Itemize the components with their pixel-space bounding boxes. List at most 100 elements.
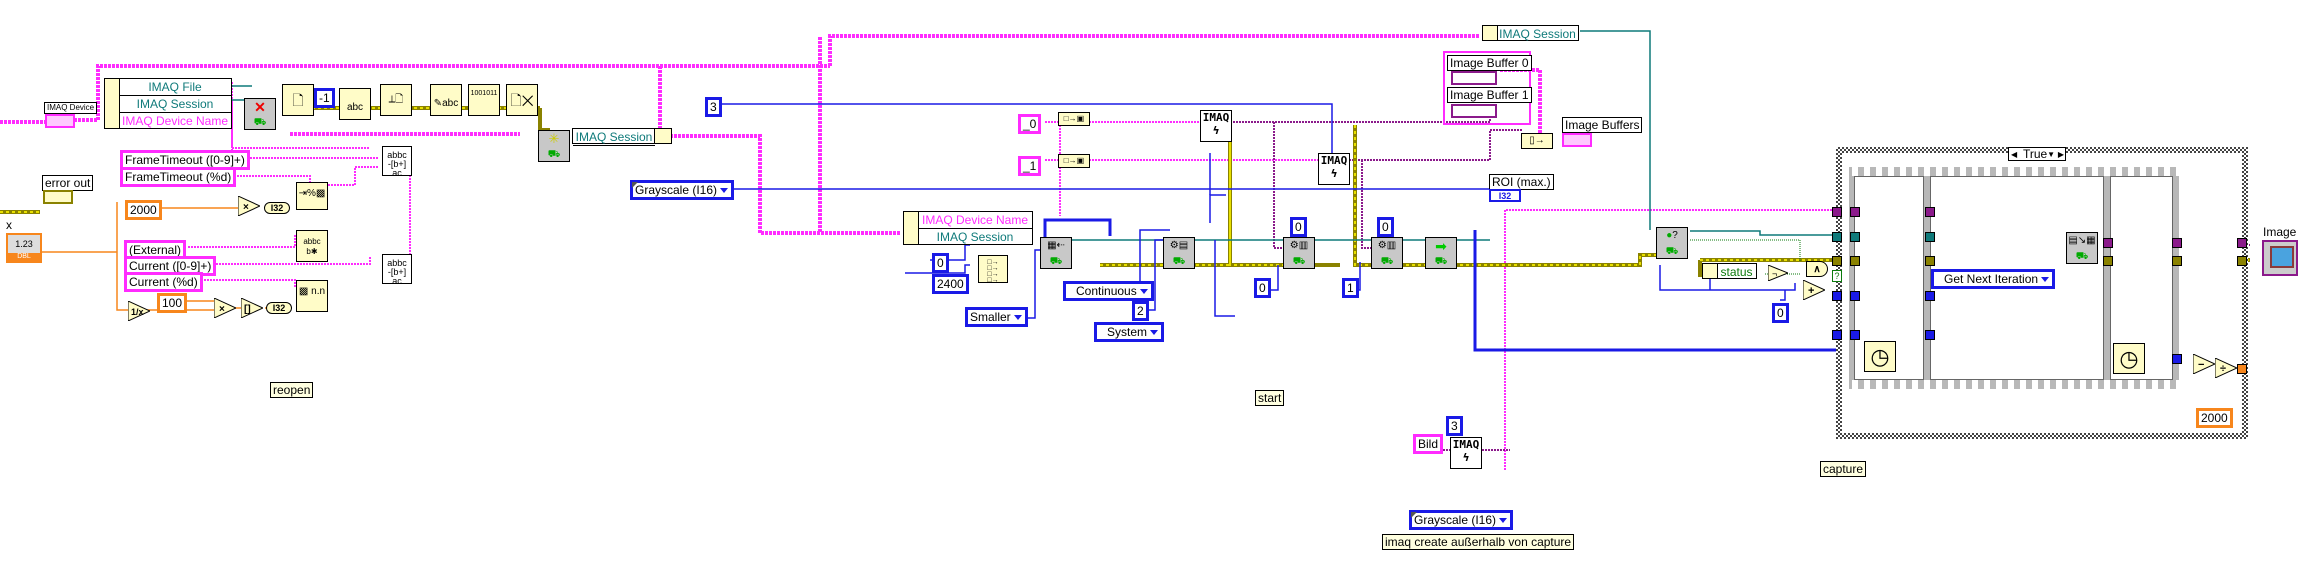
unbundle-device[interactable]: IMAQ Device Name IMAQ Session — [903, 211, 1033, 245]
write-text-file-vi[interactable]: ✎abc — [430, 84, 462, 116]
constant-0-roi[interactable]: 0 — [932, 253, 949, 273]
constant-2000-left[interactable]: 2000 — [125, 200, 162, 220]
seq-tunnel — [1925, 291, 1935, 301]
constant-2400[interactable]: 2400 — [932, 274, 969, 294]
case-next-icon[interactable]: ▶ — [2057, 150, 2064, 159]
multiply-node-1[interactable]: × — [237, 195, 262, 217]
bundle-session-right[interactable]: IMAQ Session — [1482, 25, 1579, 41]
imaq-configure-buffer-vi[interactable]: ⚙▤ ⛟ — [1163, 237, 1195, 269]
bild-constant[interactable]: Bild — [1413, 434, 1444, 454]
to-i32-node-1[interactable]: I32 — [264, 202, 290, 214]
x-dbl-control[interactable]: 1.23 DBL — [6, 233, 42, 263]
concat-string-0[interactable]: □→▣ — [1058, 112, 1090, 126]
roi-indicator[interactable]: I32 — [1489, 189, 1521, 202]
image-buffer-cluster[interactable]: Image Buffer 0 Image Buffer 1 — [1443, 51, 1532, 125]
smaller-enum[interactable]: Smaller — [965, 307, 1028, 327]
tick-count-2[interactable]: ◷ — [2113, 343, 2145, 374]
imaq-create-bild[interactable]: IMAQ ϟ — [1450, 437, 1482, 469]
imaq-create-1[interactable]: IMAQ ϟ — [1318, 153, 1350, 185]
buffer-index-1-top[interactable]: 0 — [1377, 217, 1394, 237]
format-current[interactable]: Current (%d) — [124, 272, 203, 292]
bundle-session[interactable]: IMAQ Session — [572, 128, 672, 146]
grayscale-enum-bottom[interactable]: Grayscale (I16) — [1409, 510, 1514, 530]
read-text-file-vi[interactable]: abc — [339, 88, 371, 120]
set-file-position-vi[interactable]: ⟂🗋 — [380, 84, 412, 116]
format-into-string-1[interactable]: ⇥%▩ — [296, 182, 328, 210]
sequence-film-top — [1849, 167, 2179, 176]
tunnel-error-in — [1832, 256, 1842, 266]
close-file-vi[interactable]: 🗋✕ — [506, 84, 538, 116]
constant-2000-right[interactable]: 2000 — [2196, 408, 2233, 428]
tunnel-image-in — [1832, 207, 1842, 217]
buffer-name-1[interactable]: _1 — [1018, 156, 1042, 176]
green-arrow-icon: ➡ — [1435, 238, 1447, 254]
unbundle-status[interactable]: status — [1702, 263, 1757, 279]
image-buffers-indicator[interactable] — [1562, 133, 1592, 147]
divide-node[interactable]: ÷ — [2214, 357, 2239, 379]
imaq-set-buffer-0-vi[interactable]: ⚙▥ ⛟ — [1283, 237, 1315, 269]
imaq-create-0[interactable]: IMAQ ϟ — [1200, 110, 1232, 142]
set-file-size-vi[interactable]: 1001011 — [468, 84, 500, 116]
pencil-abc-icon: ✎abc — [433, 98, 459, 109]
image-buffer-1-ref[interactable] — [1451, 104, 1497, 118]
and-node[interactable]: ∧ — [1806, 261, 1828, 277]
buffer-index-0-left[interactable]: 0 — [1254, 278, 1271, 298]
continuous-enum[interactable]: Continuous — [1063, 281, 1154, 301]
close-x-icon: ✕ — [254, 99, 266, 115]
constant-3-top[interactable]: 3 — [705, 97, 722, 117]
match-pattern-2[interactable]: abbc-[b+]ac — [382, 254, 412, 286]
case-prev-icon[interactable]: ◀ — [2011, 150, 2018, 159]
buffer-index-0-top[interactable]: 0 — [1290, 217, 1307, 237]
constant-2-buffers[interactable]: 2 — [1132, 301, 1149, 321]
picture-icon — [2270, 246, 2294, 268]
tunnel-image-out — [2237, 238, 2247, 248]
camera-icon: ⛟ — [253, 117, 267, 128]
format-frametimeout[interactable]: FrameTimeout (%d) — [120, 167, 237, 187]
round-node[interactable]: [] — [240, 297, 265, 319]
buffer-index-1-left[interactable]: 1 — [1342, 278, 1359, 298]
grayscale-enum-top[interactable]: Grayscale (I16) — [630, 180, 735, 200]
case-selector[interactable]: ◀ True ▼ ▶ — [2008, 147, 2066, 161]
get-next-iteration-enum[interactable]: Get Next Iteration — [1931, 269, 2056, 289]
tick-count-1[interactable]: ◷ — [1864, 341, 1896, 372]
constant-100[interactable]: 100 — [157, 293, 188, 313]
imaq-status-vi[interactable]: ●? ⛟ — [1656, 227, 1688, 259]
case-dropdown-icon[interactable]: ▼ — [2047, 150, 2055, 159]
build-array-icon: □→□→□→□→ — [987, 259, 999, 284]
imaq-device-terminal[interactable] — [45, 114, 75, 128]
build-array-roi[interactable]: □→□→□→□→ — [978, 255, 1008, 284]
svg-text:¬: ¬ — [1772, 269, 1777, 279]
file-new-vi[interactable]: 🗋 — [282, 84, 314, 116]
image-buffer-0-ref[interactable] — [1451, 71, 1497, 85]
error-out-terminal[interactable] — [43, 190, 73, 204]
reciprocal-node[interactable]: 1/x — [127, 300, 152, 322]
subtract-node[interactable]: − — [2192, 353, 2217, 375]
to-i32-node-2[interactable]: I32 — [266, 302, 292, 314]
x-control-label: x — [6, 218, 12, 232]
system-enum[interactable]: System — [1094, 322, 1165, 342]
not-node[interactable]: ¬ — [1767, 264, 1790, 282]
constant-3-bottom[interactable]: 3 — [1446, 416, 1463, 436]
unbundle-by-name[interactable]: IMAQ File IMAQ Session IMAQ Device Name — [104, 78, 232, 129]
format-into-string-2[interactable]: ▩ n.n — [296, 280, 328, 312]
comment-start: start — [1255, 390, 1285, 406]
match-pattern-1[interactable]: abbc-[b+]ac — [382, 146, 412, 178]
multiply-node-2[interactable]: × — [213, 297, 238, 319]
imaq-extract-buffer-vi[interactable]: ▤↘▦ ⛟ — [2066, 232, 2098, 264]
bundle-image-buffers[interactable]: ▯→ — [1521, 133, 1553, 149]
svg-text:[]: [] — [244, 304, 251, 315]
imaq-set-buffer-1-vi[interactable]: ⚙▥ ⛟ — [1371, 237, 1403, 269]
concat-string-1[interactable]: □→▣ — [1058, 154, 1090, 168]
constant-0-add[interactable]: 0 — [1772, 303, 1789, 323]
minus-one-constant[interactable]: -1 — [314, 88, 335, 108]
imaq-start-vi[interactable]: ➡ ⛟ — [1425, 237, 1457, 269]
add-node[interactable]: + — [1802, 279, 1827, 301]
imaq-init-vi[interactable]: ✳ ⛟ — [538, 130, 570, 162]
image-display-indicator[interactable] — [2262, 240, 2298, 276]
camera-icon: ⛟ — [547, 149, 561, 160]
imaq-configure-roi-vi[interactable]: ▦⇠ ⛟ — [1040, 237, 1072, 269]
buffer-name-0[interactable]: _0 — [1018, 114, 1042, 134]
imaq-close-vi[interactable]: ✕ ⛟ — [244, 98, 276, 130]
image-indicator-label: Image — [2263, 225, 2297, 239]
